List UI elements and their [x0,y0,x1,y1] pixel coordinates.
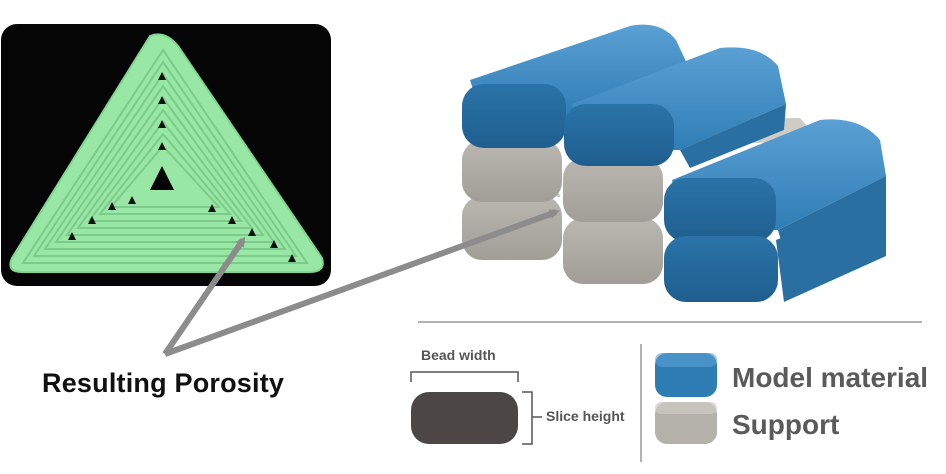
model-bead [462,24,690,148]
legend-swatch-model [655,353,717,397]
arrow-to-stack [163,209,560,357]
model-bead [664,196,886,302]
bead-dimension-diagram [410,371,542,445]
support-bead [563,218,663,284]
porosity-arrows [162,209,560,357]
support-bead [563,158,663,222]
bead-width-label: Bead width [421,347,496,363]
porosity-voids [68,72,296,262]
central-void [150,166,174,190]
porosity-label: Resulting Porosity [42,368,285,398]
print-photo [1,24,331,286]
support-bead [462,140,562,202]
model-bead [664,119,886,244]
bead-stack [462,24,886,302]
legend-swatch-support [655,402,717,444]
legend-label-support: Support [732,409,840,440]
model-bead [564,47,786,168]
slice-height-label: Slice height [546,408,625,424]
bead-cross-section [411,392,518,444]
legend-label-model: Model material [732,362,929,393]
arrow-to-triangle [162,236,246,356]
